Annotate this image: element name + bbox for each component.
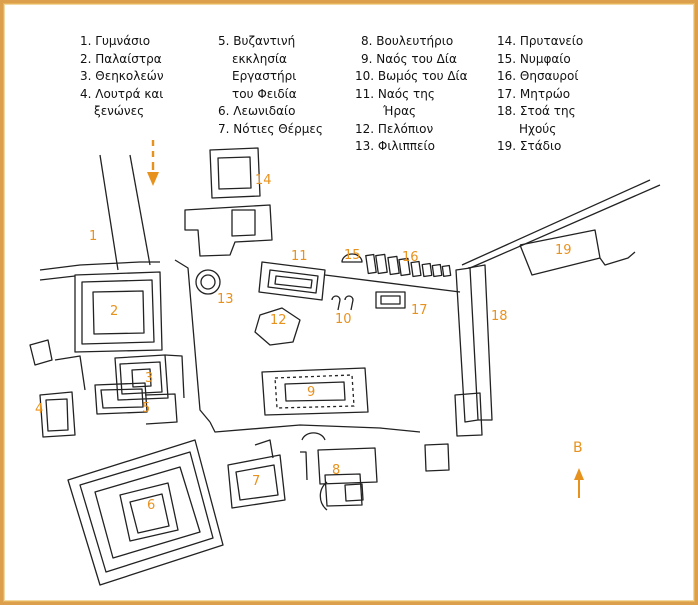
- label-prytaneion: 14: [255, 173, 272, 188]
- legend-item: 6. Λεωνιδαίο: [218, 104, 296, 118]
- legend-item: 14. Πρυτανείο: [497, 34, 584, 48]
- label-southern-baths: 7: [252, 474, 261, 489]
- label-palaestra: 2: [110, 304, 119, 319]
- altis-west-wall: [174, 259, 211, 423]
- legend-item: του Φειδία: [232, 86, 297, 101]
- legend-item: Ηχούς: [519, 121, 557, 136]
- north-label: B: [573, 440, 583, 456]
- legend-item: εκκλησία: [232, 51, 287, 66]
- legend-item: ξενώνες: [94, 104, 145, 118]
- legend-item: 5. Βυζαντινή: [218, 34, 296, 48]
- label-gymnasium: 1: [89, 229, 98, 244]
- legend-item: 18. Στοά της: [497, 104, 576, 118]
- byzantine-church: [94, 382, 178, 425]
- legend-item: 13. Φιλιππείο: [355, 139, 435, 153]
- legend-item: 4. Λουτρά και: [80, 86, 164, 101]
- palaestra-building: [74, 271, 163, 353]
- leonidaion-building: [67, 439, 224, 586]
- legend-item: 15. Νυμφαίο: [497, 51, 571, 66]
- label-altar-of-zeus: 10: [335, 312, 352, 327]
- label-stadium: 19: [555, 243, 572, 258]
- legend-column-3: 8. Βουλευτήριο 9. Ναός του Δία 10. Βωμός…: [355, 33, 468, 156]
- nymphaeum-arc-south: [301, 432, 326, 441]
- label-metroon: 17: [411, 303, 428, 318]
- legend-item: 12. Πελόπιον: [355, 121, 434, 136]
- heraion-temple: [258, 261, 326, 301]
- label-echo-stoa: 18: [491, 309, 508, 324]
- legend-item: 10. Βωμός του Δία: [355, 69, 468, 83]
- legend-item: Εργαστήρι: [232, 69, 297, 83]
- legend-item: 2. Παλαίστρα: [80, 51, 162, 66]
- legend-item: 9. Ναός του Δία: [361, 51, 457, 66]
- nymphaeum: [341, 253, 363, 263]
- gymnasium-outline: [39, 154, 160, 281]
- label-heraion: 11: [291, 249, 308, 264]
- label-theokoleon: 3: [145, 371, 154, 386]
- legend-column-4: 14. Πρυτανείο 15. Νυμφαίο 16. Θησαυροί 1…: [497, 33, 583, 156]
- pelopion: [254, 307, 301, 346]
- altar-of-zeus: [331, 295, 354, 311]
- altis-south-wall: [209, 421, 421, 433]
- label-baths: 4: [35, 402, 44, 417]
- legend-item: 8. Βουλευτήριο: [361, 34, 454, 48]
- metroon: [375, 291, 406, 309]
- legend-item: 1. Γυμνάσιο: [80, 34, 151, 48]
- legend-item: 7. Νότιες Θέρμες: [218, 121, 323, 136]
- prytaneion-building: [184, 147, 273, 257]
- legend-item: 11. Ναός της: [355, 86, 435, 101]
- bouleuterion-building: [300, 447, 378, 511]
- stadium: [461, 179, 661, 276]
- label-bouleuterion: 8: [332, 463, 341, 478]
- label-pelopion: 12: [270, 313, 287, 328]
- legend-item: 19. Στάδιο: [497, 139, 562, 153]
- baths-building: [29, 339, 86, 438]
- south-stoa-fragment: [424, 443, 450, 472]
- treasuries: [324, 253, 461, 293]
- label-leonidaion: 6: [147, 498, 156, 513]
- legend-item: 3. Θεηκολεών: [80, 69, 164, 83]
- legend-item: 17. Μητρώο: [497, 86, 571, 101]
- label-temple-of-zeus: 9: [307, 385, 316, 400]
- legend-item: 16. Θησαυροί: [497, 69, 579, 83]
- philippeion: [195, 269, 221, 295]
- legend-item: Ήρας: [383, 104, 417, 118]
- temple-of-zeus: [261, 367, 369, 416]
- map-canvas: [4, 4, 694, 601]
- label-treasuries: 16: [402, 250, 419, 265]
- label-nymphaeum: 15: [344, 248, 361, 263]
- legend-column-2: 5. Βυζαντινή εκκλησία Εργαστήρι του Φειδ…: [218, 33, 323, 138]
- label-philippeion: 13: [217, 292, 234, 307]
- label-byzantine-church: 5: [142, 401, 151, 416]
- echo-stoa: [454, 264, 493, 437]
- legend-column-1: 1. Γυμνάσιο 2. Παλαίστρα 3. Θεηκολεών 4.…: [80, 33, 164, 121]
- southern-baths: [227, 439, 286, 509]
